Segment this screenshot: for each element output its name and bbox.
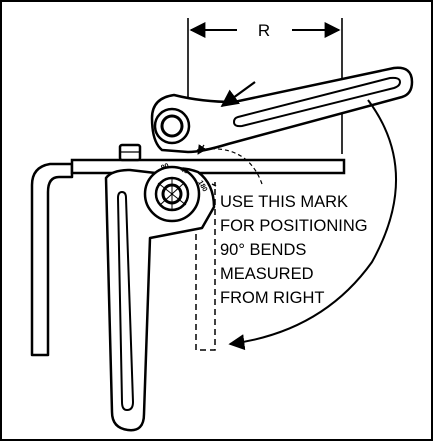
body-outline <box>104 167 216 432</box>
callout-text: USE THIS MARK FOR POSITIONING 90° BENDS … <box>220 193 368 307</box>
lever-pivot-inner <box>160 114 184 138</box>
dimension-label: R <box>258 21 270 40</box>
die-knurl <box>157 178 187 210</box>
lower-handle-slot <box>116 190 135 412</box>
scale-mark-90: 90 <box>160 163 170 172</box>
lever-slot <box>232 76 402 128</box>
tube <box>30 162 74 357</box>
lever-handle <box>150 66 414 154</box>
mark-arrow <box>220 81 256 108</box>
callout-line-2: FOR POSITIONING <box>220 217 368 235</box>
callout-line-5: FROM RIGHT <box>220 289 325 307</box>
bender-body <box>104 165 216 432</box>
scale-mark-45: 45 <box>179 166 189 175</box>
scale-mark-180: 180 <box>196 180 208 194</box>
tube-section <box>70 158 346 175</box>
mark-arrow-line <box>220 81 256 108</box>
tube-outline <box>30 162 74 357</box>
swing-arrow <box>228 99 397 351</box>
phantom-outline <box>195 182 216 351</box>
degree-scale: 90 45 180 <box>160 163 217 194</box>
callout-line-3: 90° BENDS <box>220 241 306 259</box>
straight-tube <box>70 158 346 175</box>
callout-line-1: USE THIS MARK <box>220 193 348 211</box>
bent-tube-phantom <box>195 182 216 351</box>
callout-line-4: MEASURED <box>220 265 314 283</box>
